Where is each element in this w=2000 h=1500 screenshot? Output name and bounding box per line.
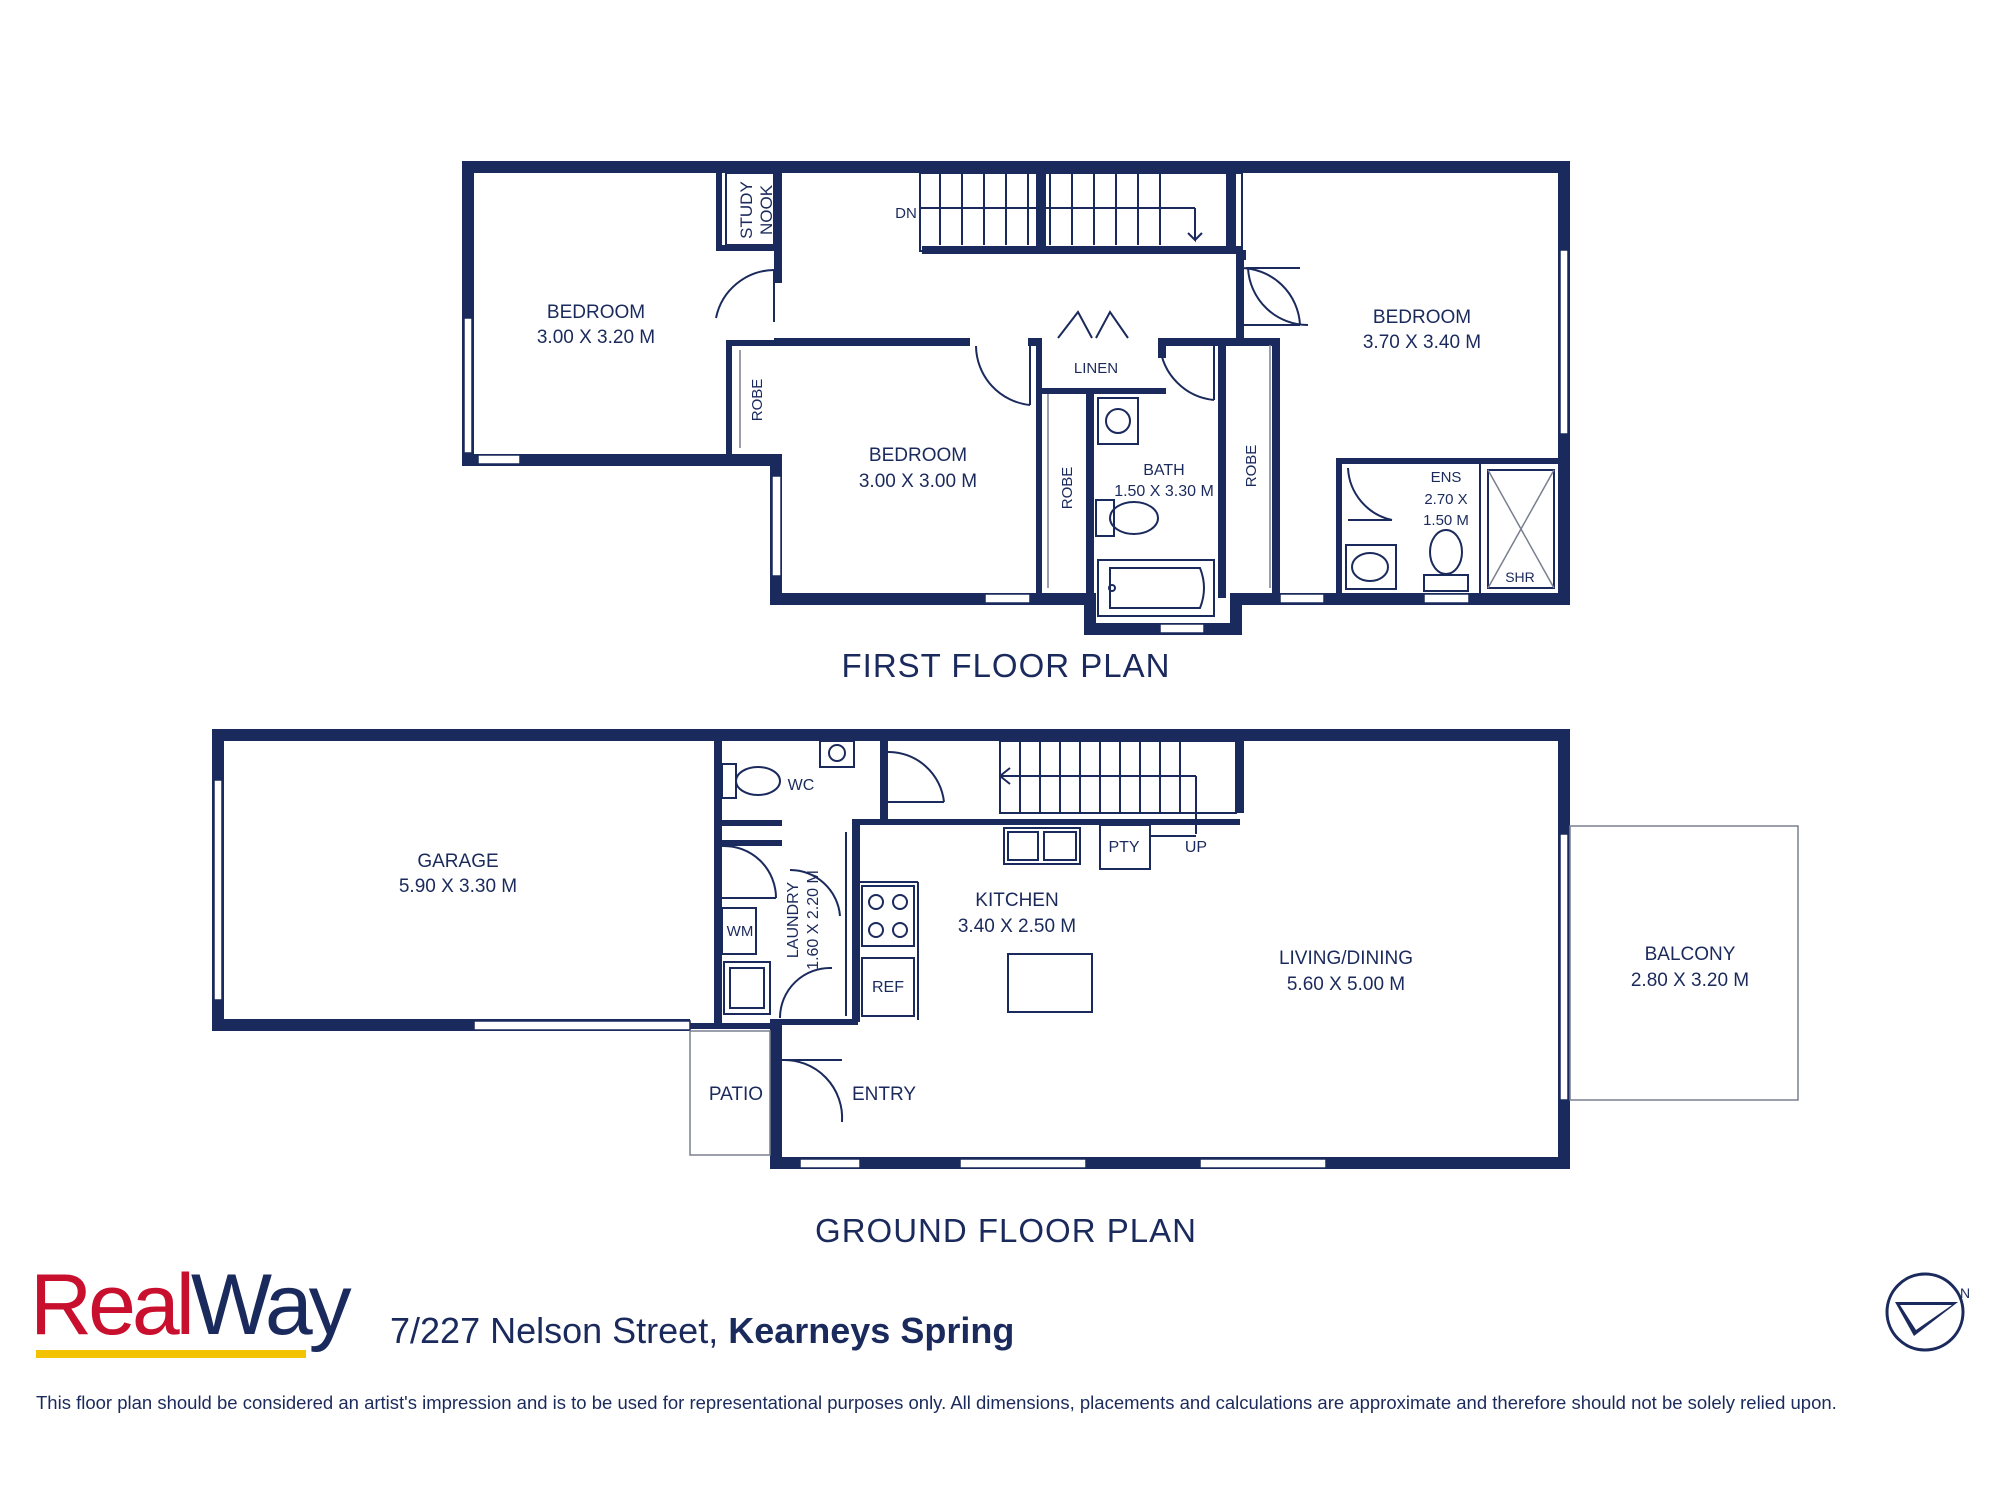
balcony-size: 2.80 X 3.20 M [1631, 970, 1749, 991]
logo-real: Real [30, 1257, 195, 1353]
robe-label-2: ROBE [1059, 467, 1076, 510]
first-floor-labels: BEDROOM 3.00 X 3.20 M BEDROOM 3.00 X 3.0… [537, 181, 1535, 585]
first-floor-plan: BEDROOM 3.00 X 3.20 M BEDROOM 3.00 X 3.0… [462, 161, 1570, 684]
linen-label: LINEN [1074, 360, 1118, 377]
shower-label: SHR [1505, 569, 1535, 585]
bedroom-3-name: BEDROOM [1373, 307, 1471, 328]
washing-machine-label: WM [727, 923, 754, 940]
bedroom-2-size: 3.00 X 3.00 M [859, 471, 977, 492]
garage-size: 5.90 X 3.30 M [399, 876, 517, 897]
bedroom-1-size: 3.00 X 3.20 M [537, 327, 655, 348]
entry-label: ENTRY [852, 1084, 916, 1105]
bedroom-3-size: 3.70 X 3.40 M [1363, 332, 1481, 353]
pantry-label: PTY [1108, 839, 1139, 856]
realway-logo: RealWay [30, 1262, 352, 1348]
bedroom-1-name: BEDROOM [547, 302, 645, 323]
logo-way: Way [190, 1257, 352, 1353]
laundry-name: LAUNDRY [785, 882, 802, 959]
stairs-up [999, 740, 1237, 834]
svg-text:N: N [1960, 1285, 1970, 1301]
study-label-1: STUDY [737, 181, 756, 239]
address-suburb: Kearneys Spring [728, 1310, 1015, 1351]
ground-floor-plan: GARAGE 5.90 X 3.30 M WC LAUNDRY 1.60 X 2… [212, 729, 1799, 1249]
property-address: 7/227 Nelson Street, Kearneys Spring [390, 1310, 1014, 1352]
robe-label-3: ROBE [1243, 445, 1260, 488]
bedroom-2-name: BEDROOM [869, 445, 967, 466]
first-floor-title: FIRST FLOOR PLAN [842, 647, 1171, 684]
patio-label: PATIO [709, 1084, 763, 1105]
laundry-size: 1.60 X 2.20 M [805, 870, 822, 970]
study-label-2: NOOK [757, 184, 776, 235]
kitchen-size: 3.40 X 2.50 M [958, 916, 1076, 937]
ensuite-size-1: 2.70 X [1424, 491, 1467, 508]
ground-floor-labels: GARAGE 5.90 X 3.30 M WC LAUNDRY 1.60 X 2… [399, 777, 1749, 1105]
garage-name: GARAGE [417, 851, 498, 872]
bath-name: BATH [1143, 462, 1184, 479]
bath-size: 1.50 X 3.30 M [1114, 483, 1214, 500]
ensuite-name: ENS [1431, 469, 1462, 486]
robe-label-1: ROBE [749, 379, 766, 422]
living-dining-size: 5.60 X 5.00 M [1287, 974, 1405, 995]
north-arrow-icon: N [1885, 1272, 1970, 1352]
stairs-down-label: DN [895, 205, 917, 222]
address-street: 7/227 Nelson Street, [390, 1310, 719, 1351]
fridge-label: REF [872, 979, 904, 996]
balcony-name: BALCONY [1645, 944, 1736, 965]
disclaimer: This floor plan should be considered an … [36, 1392, 1837, 1413]
kitchen-name: KITCHEN [975, 890, 1058, 911]
stairs-up-label: UP [1185, 839, 1207, 856]
logo-underline [36, 1350, 306, 1358]
ground-floor-title: GROUND FLOOR PLAN [815, 1212, 1197, 1249]
ensuite-size-2: 1.50 M [1423, 512, 1469, 529]
wc-label: WC [788, 777, 815, 794]
living-dining-name: LIVING/DINING [1279, 948, 1413, 969]
stairs-down [919, 172, 1243, 252]
